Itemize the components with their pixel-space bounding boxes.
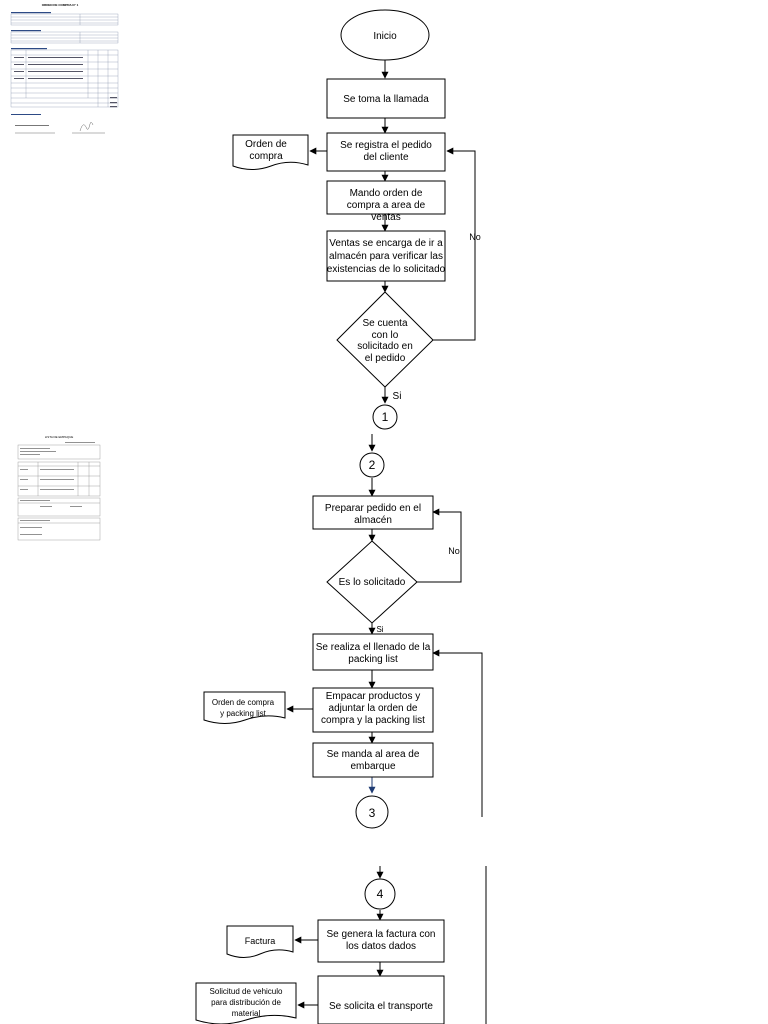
label-inicio: Inicio bbox=[373, 31, 397, 42]
thumb-orden-title: ORDEN DE COMPRA N° 1 bbox=[42, 3, 79, 7]
label-factura-proc-2: los datos dados bbox=[346, 941, 416, 952]
label-mando-3: ventas bbox=[371, 212, 400, 223]
connector-2[interactable] bbox=[359, 452, 385, 478]
label-orden-packing-1: Orden de compra bbox=[212, 698, 275, 707]
label-no-2: No bbox=[448, 546, 460, 556]
label-ventas-2: almacén para verificar las bbox=[329, 251, 443, 262]
label-llenado-1: Se realiza el llenado de la bbox=[316, 642, 431, 653]
label-cuenta-1: Se cuenta bbox=[362, 318, 407, 329]
process-factura[interactable] bbox=[317, 919, 445, 963]
label-si-1: Si bbox=[393, 391, 402, 402]
label-connector-2: 2 bbox=[369, 458, 376, 472]
label-vehiculo-2: para distribución de bbox=[211, 998, 281, 1007]
label-transporte: Se solicita el transporte bbox=[329, 1001, 433, 1012]
process-ventas[interactable] bbox=[326, 230, 446, 282]
label-connector-3: 3 bbox=[369, 806, 376, 820]
label-factura-proc-1: Se genera la factura con bbox=[327, 929, 436, 940]
edge-no-loop-1 bbox=[433, 147, 476, 341]
signature-scribble bbox=[79, 122, 94, 132]
thumb-packing-title: LISTA DE EMPAQUE bbox=[45, 435, 74, 439]
packing-list-thumbnail: LISTA DE EMPAQUE bbox=[17, 435, 101, 541]
label-connector-1: 1 bbox=[382, 410, 389, 424]
label-llenado-2: packing list bbox=[348, 654, 398, 665]
document-factura[interactable] bbox=[226, 925, 294, 958]
document-orden-packing[interactable] bbox=[203, 691, 286, 724]
label-orden-1: Orden de bbox=[245, 139, 287, 150]
edge-no-loop-2 bbox=[417, 508, 462, 583]
label-empacar-2: adjuntar la orden de bbox=[329, 703, 418, 714]
process-preparar[interactable] bbox=[312, 495, 434, 530]
label-no-1: No bbox=[469, 232, 481, 242]
label-llamada: Se toma la llamada bbox=[343, 94, 429, 105]
process-registra[interactable] bbox=[326, 132, 446, 172]
label-embarque-2: embarque bbox=[350, 761, 395, 772]
process-llenado[interactable] bbox=[312, 633, 434, 671]
label-registra-2: del cliente bbox=[363, 152, 408, 163]
connector-4[interactable] bbox=[364, 878, 396, 910]
label-preparar-2: almacén bbox=[354, 515, 392, 526]
label-cuenta-3: solicitado en bbox=[357, 341, 413, 352]
edge-return-llenado bbox=[432, 649, 483, 817]
purchase-order-thumbnail: ORDEN DE COMPRA N° 1 bbox=[10, 3, 119, 134]
label-mando-1: Mando orden de bbox=[350, 188, 423, 199]
document-vehiculo[interactable] bbox=[195, 982, 297, 1024]
start-terminal[interactable] bbox=[340, 9, 430, 61]
label-embarque-1: Se manda al area de bbox=[327, 749, 420, 760]
connector-3[interactable] bbox=[355, 795, 389, 829]
connector-1[interactable] bbox=[372, 404, 398, 430]
label-orden-packing-2: y packing list bbox=[220, 709, 267, 718]
decision-solicitado[interactable] bbox=[326, 540, 418, 624]
label-mando-2: compra a area de bbox=[347, 200, 426, 211]
label-cuenta-2: con lo bbox=[372, 330, 399, 341]
process-llamada[interactable] bbox=[326, 78, 446, 119]
label-orden-2: compra bbox=[249, 151, 283, 162]
label-vehiculo-1: Solicitud de vehiculo bbox=[210, 987, 283, 996]
label-empacar-3: compra y la packing list bbox=[321, 715, 425, 726]
label-cuenta-4: el pedido bbox=[365, 353, 406, 364]
label-solicitado: Es lo solicitado bbox=[339, 577, 406, 588]
label-ventas-1: Ventas se encarga de ir a bbox=[329, 238, 443, 249]
label-preparar-1: Preparar pedido en el bbox=[325, 503, 421, 514]
document-orden[interactable] bbox=[232, 134, 309, 170]
label-factura-doc: Factura bbox=[245, 936, 276, 946]
label-registra-1: Se registra el pedido bbox=[340, 140, 432, 151]
label-si-2: Si bbox=[376, 625, 383, 634]
process-empacar[interactable] bbox=[312, 687, 434, 733]
process-mando[interactable] bbox=[326, 180, 446, 215]
decision-cuenta[interactable] bbox=[336, 291, 434, 388]
label-empacar-1: Empacar productos y bbox=[326, 691, 421, 702]
process-transporte[interactable] bbox=[317, 975, 445, 1024]
process-embarque[interactable] bbox=[312, 742, 434, 778]
label-connector-4: 4 bbox=[377, 887, 384, 901]
label-vehiculo-3: material bbox=[232, 1009, 261, 1018]
label-ventas-3: existencias de lo solicitado bbox=[327, 264, 446, 275]
